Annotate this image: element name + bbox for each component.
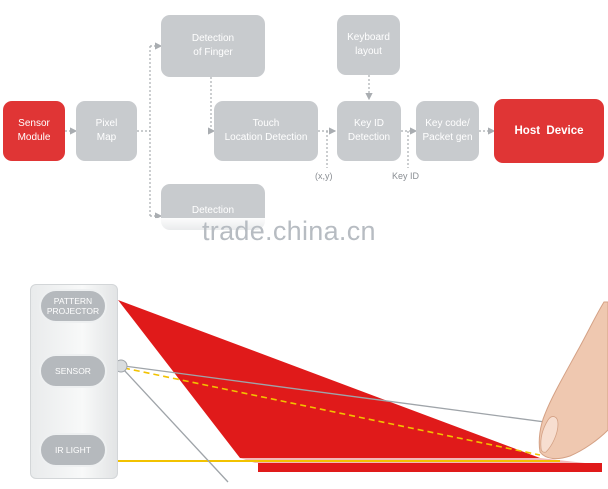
pattern-projector-label-2: PROJECTOR — [46, 306, 100, 316]
pattern-projector-label-1: PATTERN — [53, 296, 93, 306]
projection-base-red — [258, 463, 602, 472]
key-id-label: Key ID — [392, 171, 420, 181]
watermark-fade — [140, 218, 300, 238]
sensor-module-label-1: Sensor — [18, 118, 50, 129]
sensor-window: SENSOR — [39, 354, 107, 388]
detection-of-finger-label-1: Detection — [191, 33, 235, 44]
sensor-module-label-2: Module — [17, 132, 51, 143]
host-device-box: Host Device — [494, 99, 604, 163]
keyboard-device-body: PATTERN PROJECTOR SENSOR IR LIGHT — [30, 284, 118, 479]
keyboard-layout-label-2: layout — [355, 46, 382, 57]
pixel-map-label-2: Map — [96, 132, 117, 143]
key-id-detection-box: Key ID Detection — [337, 101, 401, 161]
keyboard-layout-label-1: Keyboard — [347, 32, 390, 43]
pixel-map-label-1: Pixel — [95, 118, 118, 129]
ir-light-window-label: IR LIGHT — [55, 445, 91, 455]
host-device-label: Host Device — [514, 125, 584, 137]
ir-light-window: IR LIGHT — [39, 433, 107, 467]
pixel-map-box: Pixel Map — [76, 101, 137, 161]
key-code-packet-gen-box: Key code/ Packet gen — [416, 101, 479, 161]
xy-label: (x,y) — [315, 171, 333, 181]
sensor-module-box: Sensor Module — [3, 101, 65, 161]
keyboard-layout-box: Keyboard layout — [337, 15, 400, 75]
touch-location-detection-box: Touch Location Detection — [214, 101, 318, 161]
touch-location-label-1: Touch — [252, 118, 280, 129]
detection-partial-label: Detection — [191, 205, 235, 216]
watermark-text: trade.china.cn — [202, 216, 376, 246]
fingernail-graphic — [540, 416, 559, 453]
key-id-detection-label-1: Key ID — [353, 118, 384, 129]
detection-of-finger-label-2: of Finger — [193, 47, 233, 58]
sensor-to-finger-dashed — [123, 367, 541, 456]
key-code-label-2: Packet gen — [422, 132, 473, 143]
projected-keyboard-plane — [118, 300, 540, 458]
pattern-projector-window: PATTERN PROJECTOR — [39, 289, 107, 323]
sensor-view-line-lower — [123, 369, 229, 483]
touch-location-label-2: Location Detection — [224, 132, 308, 143]
sensor-window-label: SENSOR — [55, 366, 91, 376]
sensor-view-line-upper — [123, 365, 591, 429]
key-code-label-1: Key code/ — [425, 118, 470, 129]
key-id-detection-label-2: Detection — [347, 132, 391, 143]
detection-of-finger-box: Detection of Finger — [161, 15, 265, 77]
